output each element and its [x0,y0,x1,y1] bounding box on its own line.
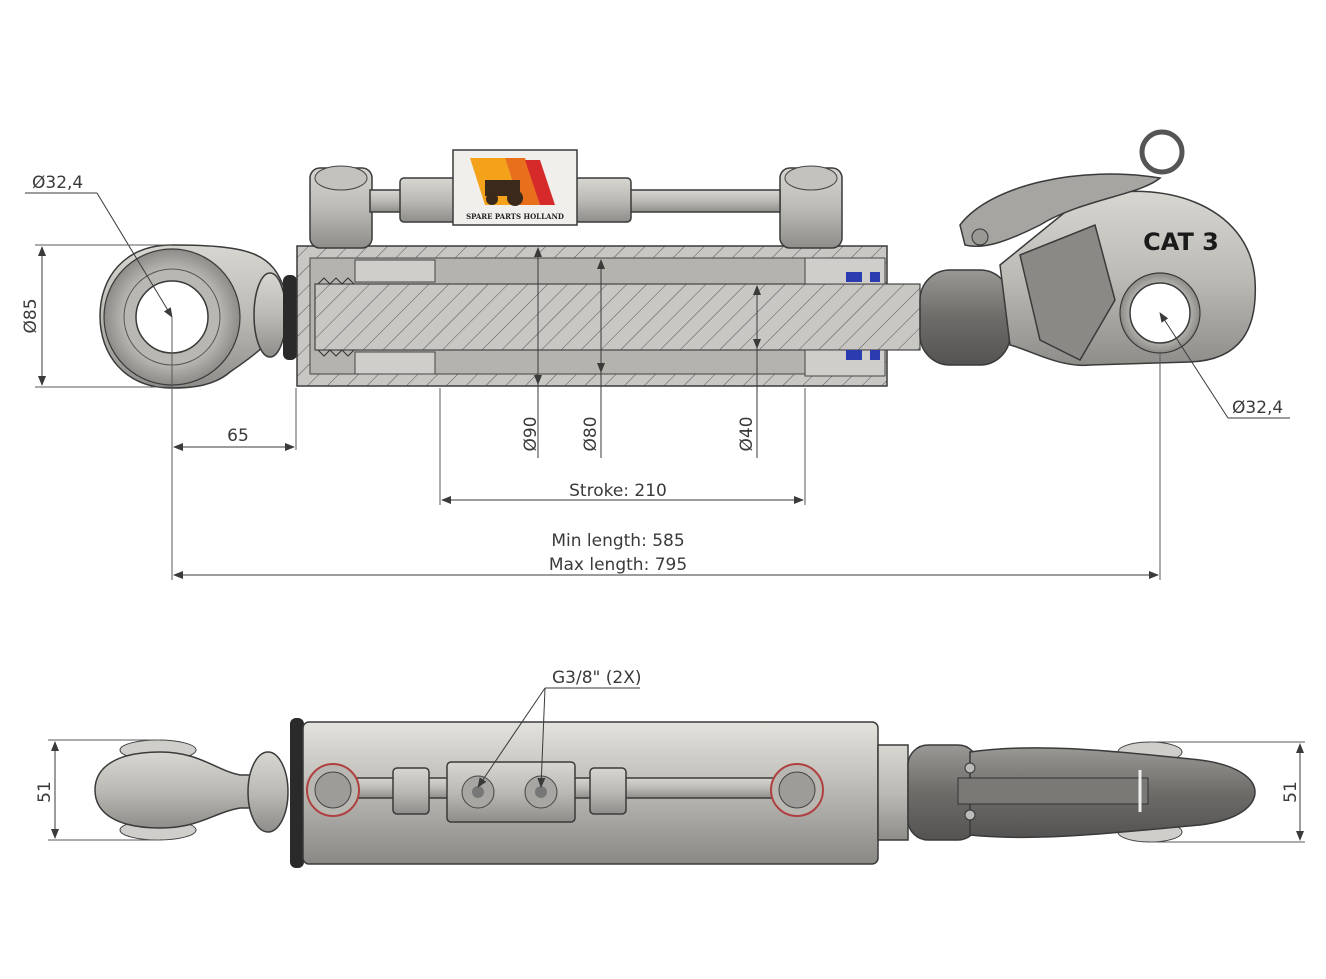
dim-inner: Ø80 [581,416,601,451]
seal-icon [846,350,862,360]
port-icon [472,786,484,798]
left-ball-eye [99,244,288,389]
category-label: CAT 3 [1143,228,1219,256]
seal-icon [870,272,880,282]
seal-icon [846,272,862,282]
top-view: CAT 3 SPARE PARTS HOLLAND [21,129,1290,580]
bottom-dimensions: 51 51 G3/8" (2X) [35,668,1305,843]
barrel-side [290,718,909,868]
dim-stroke: Stroke: 210 [569,481,667,501]
dim-port: G3/8" (2X) [552,668,641,688]
dim-bore: Ø90 [521,416,541,451]
dim-rod: Ø40 [737,416,757,451]
seal-icon [870,350,880,360]
dim-right-hook-bore: Ø32,4 [1232,398,1283,418]
right-hook-end: CAT 3 [919,129,1257,367]
top-dimensions: Ø32,4 Ø85 Ø32,4 65 Ø90 Ø80 [21,173,1290,580]
dim-min-length: Min length: 585 [551,531,684,551]
right-hook-side [907,741,1256,843]
spare-parts-holland-logo: SPARE PARTS HOLLAND [466,158,564,221]
logo-text: SPARE PARTS HOLLAND [466,212,564,221]
left-eye-side [94,739,289,841]
dim-max-length: Max length: 795 [549,555,687,575]
dim-left-eye-bore: Ø32,4 [32,173,83,193]
dim-left-width: 51 [35,781,55,803]
dim-left-eye-height: Ø85 [21,298,41,333]
dim-eye-to-body: 65 [227,426,249,446]
valve-assembly: SPARE PARTS HOLLAND [309,149,843,249]
dim-right-width: 51 [1281,781,1301,803]
port-icon [535,786,547,798]
bottom-view: 51 51 G3/8" (2X) [35,668,1305,868]
